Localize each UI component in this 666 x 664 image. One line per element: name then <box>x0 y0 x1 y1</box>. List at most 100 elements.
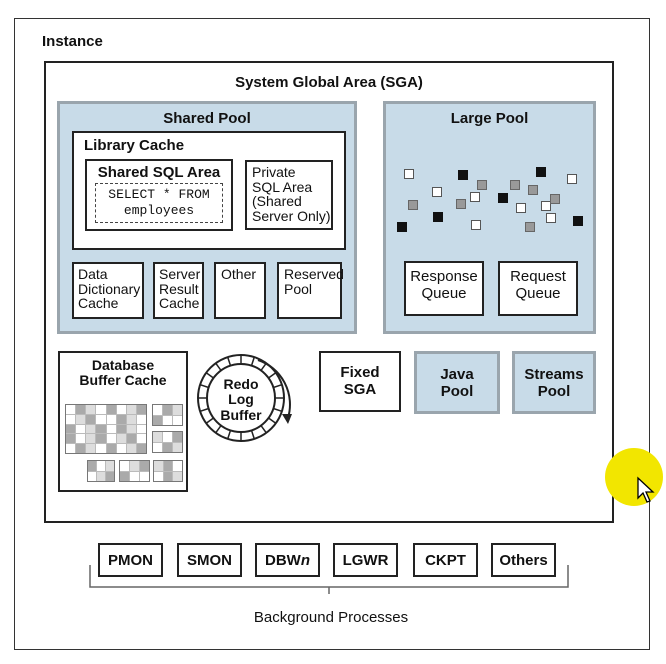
buffer-cell <box>76 405 86 414</box>
ring-segment <box>260 425 267 434</box>
mouse-pointer-icon <box>637 476 655 503</box>
buffer-cell <box>136 405 146 414</box>
redo-arrow-icon <box>257 359 291 419</box>
buffer-cell <box>136 444 146 453</box>
buffer-cell <box>116 424 126 434</box>
shared-sql-area-title: Shared SQL Area <box>97 164 221 181</box>
buffer-cell <box>153 442 162 452</box>
buffer-cell <box>88 461 96 471</box>
ring-segment <box>273 383 283 389</box>
buffer-cell <box>140 461 149 471</box>
buffer-cell <box>66 405 76 414</box>
buffer-cell <box>163 471 173 481</box>
buffer-cell <box>66 414 76 424</box>
server-result-cache: Server Result Cache <box>153 262 204 319</box>
request-queue: Request Queue <box>498 261 578 316</box>
buffer-cell <box>163 461 173 471</box>
buffer-cell <box>66 444 76 453</box>
redo-log-buffer-label: Redo Log Buffer <box>220 376 262 423</box>
sql-statement-line2: employees <box>123 202 195 218</box>
buffer-cell <box>76 434 86 444</box>
buffer-cell <box>173 432 182 442</box>
buffer-cell <box>153 415 162 425</box>
buffer-cell <box>126 424 136 434</box>
buffer-cell <box>126 405 136 414</box>
buffer-cell <box>97 471 105 481</box>
buffer-cell <box>173 405 182 415</box>
buffer-cell <box>97 461 105 471</box>
buffer-cell <box>136 434 146 444</box>
ring-segment <box>215 425 222 434</box>
buffer-cell <box>153 432 162 442</box>
buffer-cell <box>96 444 106 453</box>
buffer-cell <box>106 471 114 481</box>
private-sql-area: Private SQL Area (Shared Server Only) <box>245 160 333 230</box>
response-queue: Response Queue <box>404 261 484 316</box>
other-cache: Other <box>214 262 266 319</box>
ring-segment <box>215 362 222 371</box>
buffer-cell <box>66 424 76 434</box>
buffer-cell <box>120 471 129 481</box>
redo-ring-graphic <box>197 354 292 442</box>
buffer-cell <box>136 424 146 434</box>
buffer-cell <box>163 415 172 425</box>
lgwr-process: LGWR <box>333 543 398 577</box>
database-buffer-cache-title: Database Buffer Cache <box>79 357 167 389</box>
streams-pool: Streams Pool <box>512 351 596 414</box>
buffer-cell <box>76 424 86 434</box>
buffer-cell <box>173 415 182 425</box>
data-dictionary-cache: Data Dictionary Cache <box>72 262 144 319</box>
ring-segment <box>250 430 256 440</box>
java-pool: Java Pool <box>414 351 500 414</box>
buffer-cell <box>96 434 106 444</box>
ring-segment <box>268 372 277 379</box>
buffer-cell <box>116 444 126 453</box>
buffer-cell <box>153 405 162 415</box>
others-process: Others <box>491 543 556 577</box>
buffer-cell <box>66 434 76 444</box>
buffer-cell <box>96 424 106 434</box>
ring-segment <box>268 417 277 424</box>
sql-statement-line1: SELECT * FROM <box>108 187 210 202</box>
buffer-cell <box>130 471 139 481</box>
buffer-cell <box>116 414 126 424</box>
buffer-cell <box>88 471 96 481</box>
reserved-pool: Reserved Pool <box>277 262 344 319</box>
buffer-cell <box>106 434 116 444</box>
processes-bracket <box>89 565 569 594</box>
shared-sql-area <box>85 159 233 231</box>
redo-log-ring <box>197 354 292 442</box>
buffer-cell <box>86 444 96 453</box>
buffer-cell <box>163 442 172 452</box>
buffer-cell <box>173 442 182 452</box>
buffer-cell <box>120 461 129 471</box>
buffer-cell <box>154 461 163 471</box>
instance-title: Instance <box>42 33 103 50</box>
sga-title: System Global Area (SGA) <box>235 74 423 91</box>
buffer-cell <box>76 414 86 424</box>
background-processes-label: Background Processes <box>253 609 409 626</box>
pmon-process: PMON <box>98 543 163 577</box>
buffer-cell <box>163 432 172 442</box>
cursor-highlight <box>605 448 663 506</box>
buffer-cell <box>96 405 106 414</box>
library-cache-title: Library Cache <box>84 137 185 154</box>
ring-segment <box>199 407 209 413</box>
sql-statement: SELECT * FROM employees <box>95 183 223 223</box>
buffer-cell <box>86 424 96 434</box>
buffer-cell <box>86 414 96 424</box>
ring-segment <box>226 430 232 440</box>
buffer-cell <box>173 471 182 481</box>
buffer-cell <box>126 434 136 444</box>
shared-pool-title: Shared Pool <box>163 110 251 127</box>
buffer-cell <box>76 444 86 453</box>
ring-segment <box>250 356 256 366</box>
ring-segment <box>205 417 214 424</box>
buffer-cell <box>96 414 106 424</box>
buffer-cell <box>106 405 116 414</box>
buffer-cell <box>163 405 172 415</box>
ring-segment <box>205 372 214 379</box>
buffer-cell <box>116 405 126 414</box>
buffer-cell <box>126 414 136 424</box>
